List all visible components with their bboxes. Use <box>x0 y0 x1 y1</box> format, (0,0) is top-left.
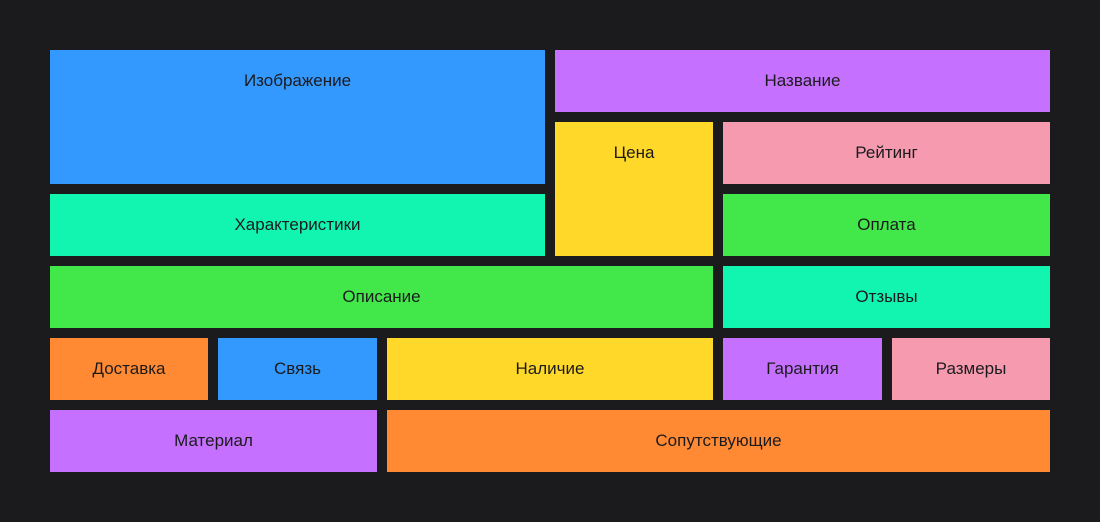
block-availability: Наличие <box>387 338 713 400</box>
block-related: Сопутствующие <box>387 410 1050 472</box>
block-label: Рейтинг <box>855 143 918 162</box>
block-payment: Оплата <box>723 194 1050 256</box>
block-material: Материал <box>50 410 377 472</box>
block-label: Наличие <box>515 359 585 378</box>
block-label: Связь <box>274 359 321 378</box>
block-specs: Характеристики <box>50 194 545 256</box>
block-label: Название <box>764 71 841 90</box>
block-label: Изображение <box>243 71 352 90</box>
block-label: Отзывы <box>855 287 918 306</box>
block-image: Изображение <box>50 50 545 184</box>
block-price: Цена <box>555 122 713 256</box>
block-sizes: Размеры <box>892 338 1050 400</box>
block-label: Цена <box>613 143 655 162</box>
block-reviews: Отзывы <box>723 266 1050 328</box>
block-label: Доставка <box>92 359 166 378</box>
block-label: Описание <box>342 287 421 306</box>
block-label: Гарантия <box>766 359 839 378</box>
block-description: Описание <box>50 266 713 328</box>
block-label: Размеры <box>935 359 1007 378</box>
block-contact: Связь <box>218 338 377 400</box>
block-title: Название <box>555 50 1050 112</box>
block-label: Материал <box>174 431 253 450</box>
block-label: Оплата <box>857 215 916 234</box>
block-label: Сопутствующие <box>655 431 782 450</box>
block-delivery: Доставка <box>50 338 208 400</box>
block-label: Характеристики <box>234 215 361 234</box>
block-warranty: Гарантия <box>723 338 882 400</box>
block-rating: Рейтинг <box>723 122 1050 184</box>
